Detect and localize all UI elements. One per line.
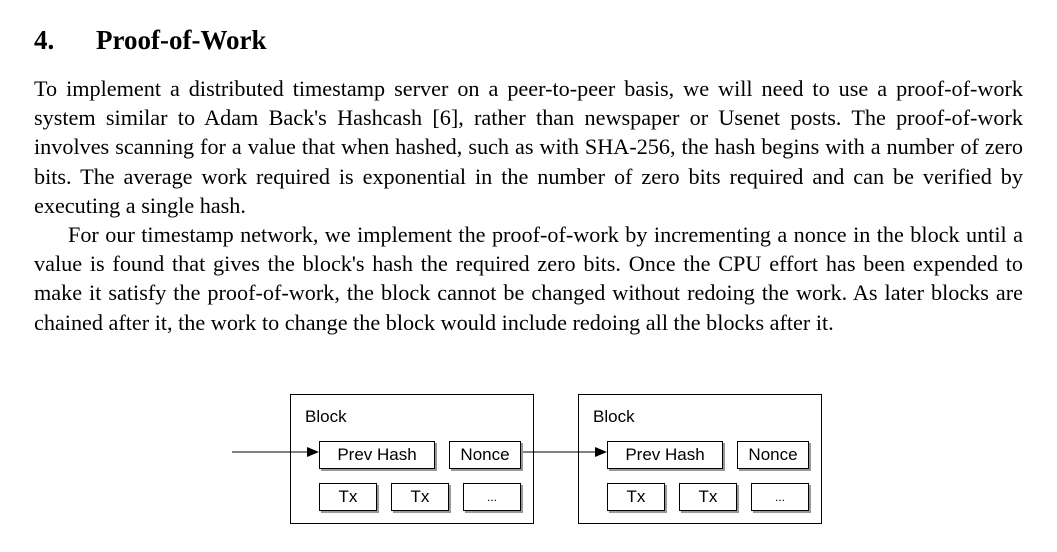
section-body: To implement a distributed timestamp ser… [34, 74, 1023, 337]
paragraph-2: For our timestamp network, we implement … [34, 222, 1023, 335]
block-1: Block Prev Hash Nonce Tx Tx ... [290, 394, 534, 524]
tx-field: Tx [319, 483, 377, 511]
more-tx-field: ... [751, 483, 809, 511]
section-title: Proof-of-Work [96, 25, 267, 55]
paragraph-1: To implement a distributed timestamp ser… [34, 76, 1023, 218]
more-tx-field: ... [463, 483, 521, 511]
section-number: 4. [34, 25, 55, 55]
block-2: Block Prev Hash Nonce Tx Tx ... [578, 394, 822, 524]
prev-hash-field: Prev Hash [319, 441, 435, 469]
block-label: Block [593, 407, 635, 426]
section-heading: 4. Proof-of-Work [34, 22, 266, 58]
tx-field: Tx [607, 483, 665, 511]
block-label: Block [305, 407, 347, 426]
tx-field: Tx [679, 483, 737, 511]
proof-of-work-diagram: Block Prev Hash Nonce Tx Tx ... Block Pr… [230, 392, 830, 532]
nonce-field: Nonce [449, 441, 521, 469]
tx-field: Tx [391, 483, 449, 511]
prev-hash-field: Prev Hash [607, 441, 723, 469]
nonce-field: Nonce [737, 441, 809, 469]
